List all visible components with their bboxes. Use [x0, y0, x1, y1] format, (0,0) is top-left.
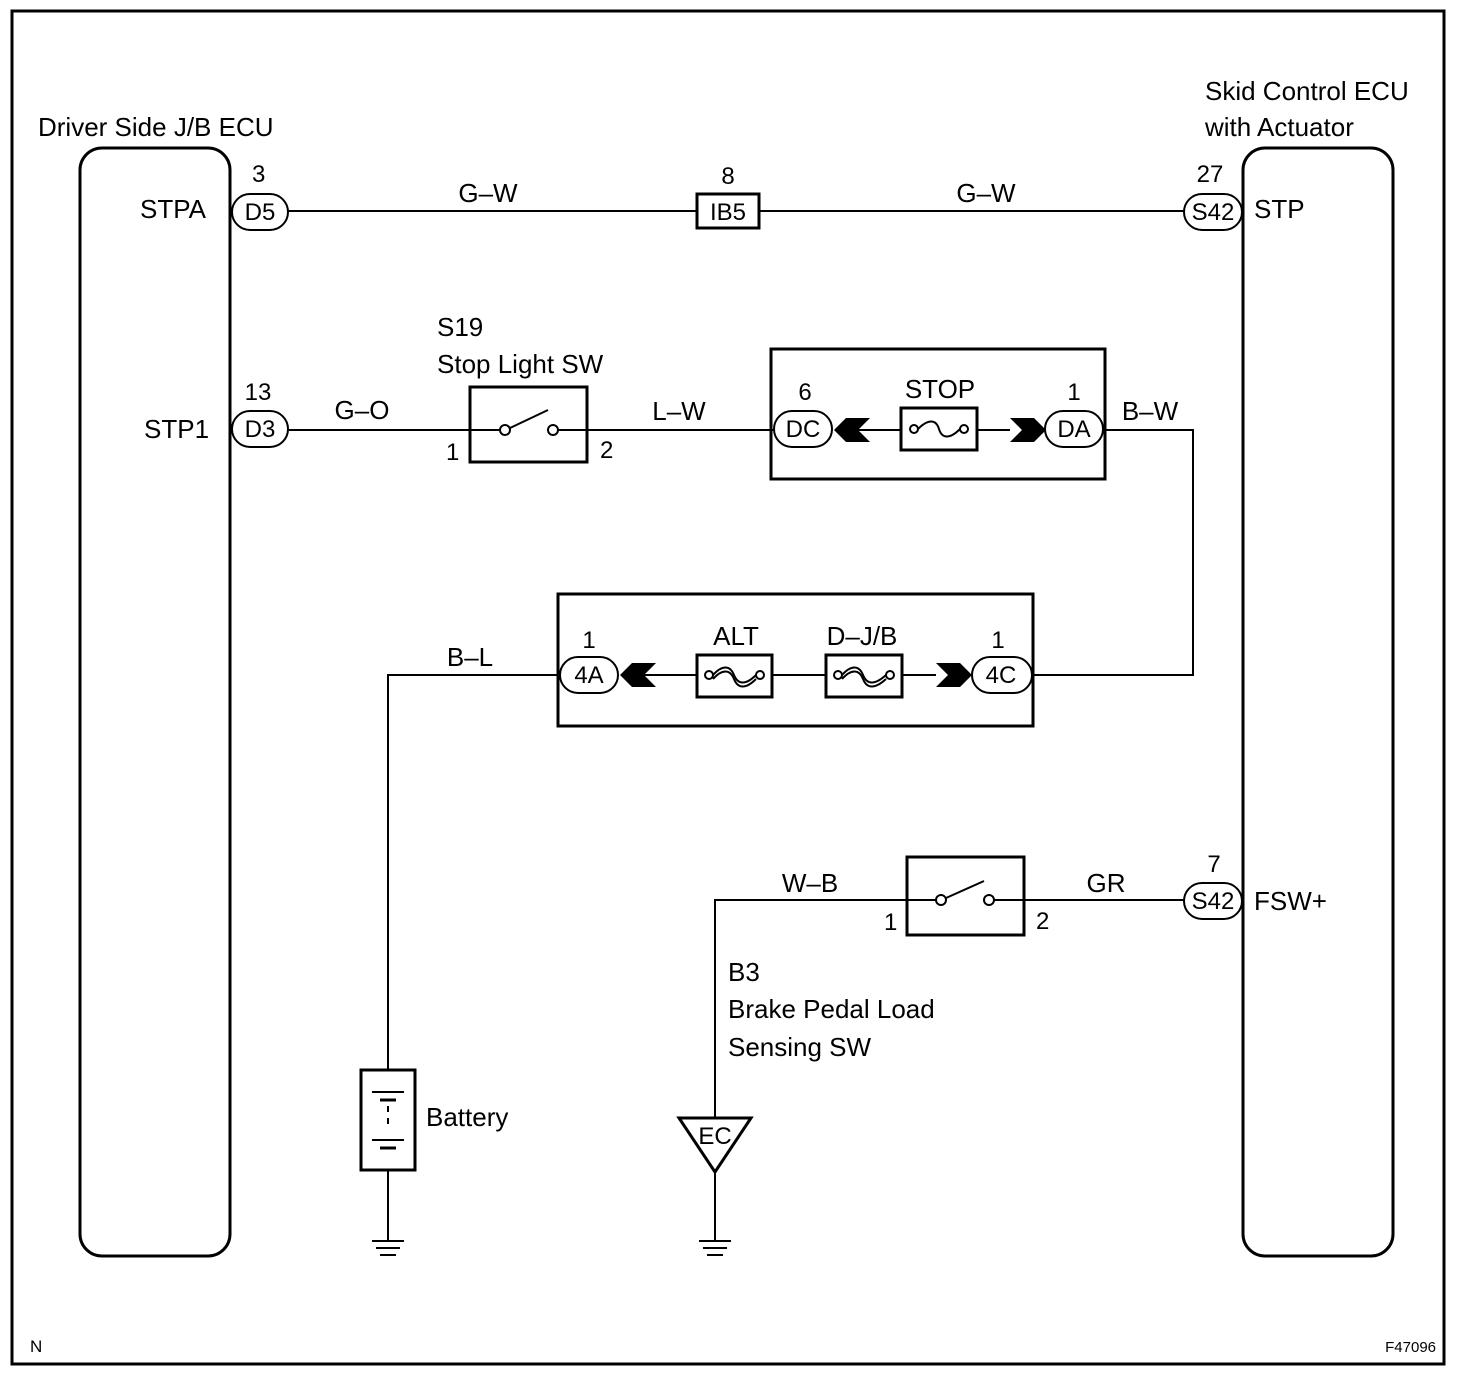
stop-light-switch — [468, 385, 589, 464]
battery-ground-icon — [372, 1240, 404, 1256]
wire-label-lw: L–W — [652, 396, 706, 426]
s42-stp-pin: 27 — [1197, 161, 1224, 188]
s42-fsw-connector-label: S42 — [1192, 888, 1235, 915]
stop-fuse-element — [917, 420, 961, 438]
junction-block-alt — [556, 592, 1035, 728]
4a-pin: 1 — [582, 627, 595, 654]
right-ecu-title-2: with Actuator — [1204, 112, 1354, 142]
ec-ground-point — [676, 1116, 754, 1175]
b3-contact-2 — [983, 894, 995, 906]
s19-pin1: 1 — [446, 439, 459, 466]
wire-wb — [714, 899, 907, 1118]
stp1-terminal-label: STP1 — [144, 414, 209, 444]
djb-fuse-element-1 — [841, 666, 887, 684]
b3-blade — [945, 880, 985, 899]
battery-label: Battery — [426, 1102, 508, 1132]
d3-connector-label: D3 — [245, 416, 276, 443]
4c-connector — [971, 656, 1033, 694]
4c-arrow — [936, 663, 972, 687]
4a-arrow — [620, 663, 656, 687]
wire-label-gr: GR — [1087, 868, 1126, 898]
wire-label-bl: B–L — [447, 642, 493, 672]
s19-blade — [509, 409, 549, 429]
stop-fuse-label: STOP — [905, 374, 975, 404]
s42-stp-connector-label: S42 — [1192, 199, 1235, 226]
4a-connector-label: 4A — [574, 662, 603, 689]
da-connector-label: DA — [1057, 416, 1090, 443]
stp-terminal-label: STP — [1254, 194, 1305, 224]
ib5-connector-label: IB5 — [710, 199, 746, 226]
ec-label: EC — [698, 1123, 731, 1150]
wire-bw — [1032, 429, 1194, 676]
djb-fuse-element-2 — [841, 670, 887, 688]
b3-name-1: Brake Pedal Load — [728, 994, 935, 1024]
b3-contact-1 — [935, 894, 947, 906]
b3-pin2: 2 — [1036, 908, 1049, 935]
diagram-frame — [10, 9, 1446, 1366]
dc-connector — [773, 410, 833, 448]
s19-name: Stop Light SW — [437, 349, 604, 379]
4c-connector-label: 4C — [986, 662, 1017, 689]
s42-fsw-connector — [1183, 882, 1243, 920]
left-ecu-body — [78, 146, 232, 1258]
right-ecu-title-1: Skid Control ECU — [1205, 76, 1409, 106]
wire-label-go: G–O — [335, 395, 390, 425]
ib5-pin: 8 — [721, 163, 734, 190]
s42-stp-connector — [1183, 193, 1243, 231]
4c-pin: 1 — [991, 627, 1004, 654]
djb-fuse-label: D–J/B — [827, 621, 898, 651]
right-ecu-body — [1241, 146, 1395, 1258]
d5-connector-label: D5 — [245, 199, 276, 226]
b3-name-2: Sensing SW — [728, 1032, 872, 1062]
b3-pin1: 1 — [884, 909, 897, 936]
dc-arrow — [834, 418, 870, 442]
fsw-terminal-label: FSW+ — [1254, 886, 1327, 916]
s42-fsw-pin: 7 — [1207, 851, 1220, 878]
alt-fuse-terminal-1 — [704, 670, 714, 680]
alt-fuse-terminal-2 — [755, 670, 765, 680]
stpa-terminal-label: STPA — [140, 194, 207, 224]
figure-code: F47096 — [1385, 1339, 1436, 1356]
s19-pin2: 2 — [600, 437, 613, 464]
b3-code: B3 — [728, 957, 760, 987]
ec-ground-icon — [699, 1240, 731, 1256]
brake-pedal-load-switch — [905, 855, 1026, 937]
alt-fuse-label: ALT — [713, 621, 759, 651]
left-ecu-title: Driver Side J/B ECU — [38, 112, 274, 142]
dc-pin: 6 — [798, 379, 811, 406]
da-pin: 1 — [1067, 379, 1080, 406]
wire-label-wb: W–B — [782, 868, 838, 898]
djb-fuse-terminal-1 — [833, 670, 843, 680]
s19-contact-1 — [499, 424, 511, 436]
djb-fuse-terminal-2 — [885, 670, 895, 680]
da-arrow — [1010, 418, 1046, 442]
wire-bl — [387, 674, 560, 1070]
d5-pin: 3 — [252, 161, 265, 188]
dc-connector-label: DC — [786, 416, 821, 443]
d3-pin: 13 — [245, 379, 272, 406]
corner-label-n: N — [30, 1337, 42, 1356]
wire-label-gw-right: G–W — [956, 178, 1016, 208]
wire-label-gw-left: G–W — [458, 178, 518, 208]
s19-contact-2 — [547, 424, 559, 436]
wire-label-bw: B–W — [1122, 396, 1179, 426]
s19-code: S19 — [437, 312, 483, 342]
stop-fuse-terminal-1 — [909, 424, 919, 434]
junction-block-stop — [769, 347, 1107, 481]
stop-fuse-terminal-2 — [959, 424, 969, 434]
alt-fuse-element-1 — [712, 666, 757, 684]
alt-fuse-element-2 — [712, 670, 757, 688]
